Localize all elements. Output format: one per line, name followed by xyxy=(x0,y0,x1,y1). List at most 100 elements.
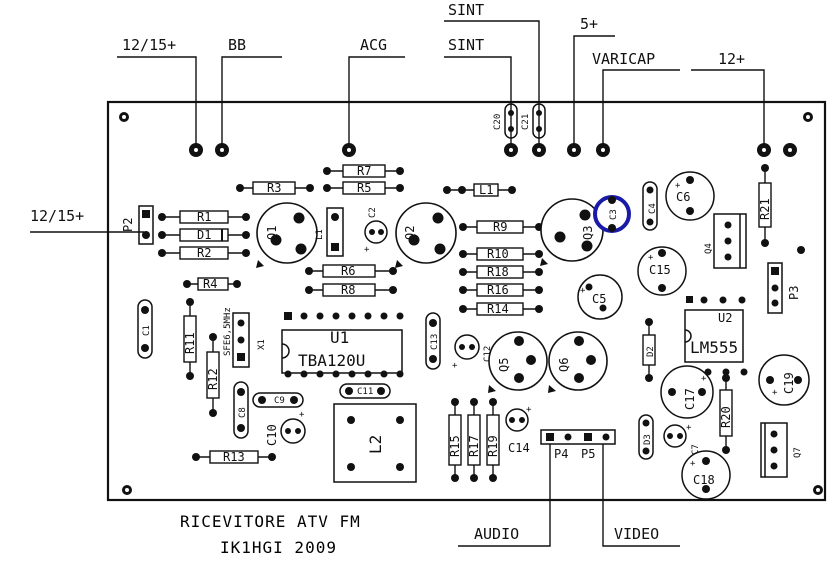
svg-text:R10: R10 xyxy=(487,247,509,261)
svg-text:R1: R1 xyxy=(197,210,211,224)
c10: + C10 xyxy=(265,410,306,446)
r10: R10 xyxy=(459,247,543,261)
svg-text:+: + xyxy=(701,374,707,384)
q2-transistor: Q2 xyxy=(395,202,457,268)
label-sint-top: SINT xyxy=(448,1,484,19)
board-title: RICEVITORE ATV FM xyxy=(180,512,361,531)
svg-text:+: + xyxy=(772,388,778,398)
svg-text:C15: C15 xyxy=(649,263,671,277)
svg-text:R7: R7 xyxy=(357,164,371,178)
svg-text:R16: R16 xyxy=(487,283,509,297)
r1: R1 xyxy=(158,210,250,224)
svg-text:R9: R9 xyxy=(493,220,507,234)
svg-text:L2: L2 xyxy=(366,435,385,454)
c1: C1 xyxy=(137,299,153,359)
r17: R17 xyxy=(467,398,481,482)
svg-text:U1: U1 xyxy=(330,328,349,347)
label-12-15-top: 12/15+ xyxy=(122,36,176,54)
u1-tba120u: U1 TBA120U xyxy=(281,312,404,378)
q5-transistor: Q5 xyxy=(488,331,548,393)
svg-text:R14: R14 xyxy=(487,302,509,316)
svg-text:C14: C14 xyxy=(508,441,530,455)
c14: + C14 xyxy=(505,405,532,455)
r18: R18 xyxy=(459,265,543,279)
svg-text:+: + xyxy=(526,405,532,415)
svg-text:D2: D2 xyxy=(646,346,656,357)
q1-transistor: Q1 xyxy=(256,202,318,268)
svg-text:R6: R6 xyxy=(341,264,355,278)
c20: C20 xyxy=(493,103,518,139)
c3-trimmer: C3 xyxy=(593,195,631,233)
c17: + C17 xyxy=(660,365,714,419)
svg-text:C8: C8 xyxy=(238,407,248,418)
svg-text:TBA120U: TBA120U xyxy=(298,351,365,370)
label-sint-lower: SINT xyxy=(448,36,484,54)
svg-text:P2: P2 xyxy=(121,218,135,232)
l1: L1 xyxy=(443,183,516,197)
svg-text:R17: R17 xyxy=(467,435,481,457)
svg-text:C2: C2 xyxy=(368,207,378,218)
svg-text:C12: C12 xyxy=(483,346,493,362)
label-varicap: VARICAP xyxy=(592,50,655,68)
svg-text:C17: C17 xyxy=(683,388,697,410)
svg-text:R8: R8 xyxy=(341,283,355,297)
svg-text:U2: U2 xyxy=(718,311,732,325)
label-12plus: 12+ xyxy=(718,50,745,68)
svg-text:X1: X1 xyxy=(257,339,267,350)
board-outline xyxy=(106,100,827,502)
r16: R16 xyxy=(459,283,543,297)
r7: R7 xyxy=(323,164,404,178)
c2: + C2 xyxy=(364,207,388,255)
svg-text:R21: R21 xyxy=(758,198,772,220)
svg-text:R19: R19 xyxy=(486,435,500,457)
p4-p5-connector: P4 P5 xyxy=(540,429,616,461)
svg-text:D1: D1 xyxy=(197,228,211,242)
r20: R20 xyxy=(719,374,733,454)
label-audio: AUDIO xyxy=(474,525,519,543)
svg-text:R12: R12 xyxy=(206,368,220,390)
c12: + C12 xyxy=(452,334,493,371)
svg-text:C3: C3 xyxy=(609,209,619,220)
svg-text:C21: C21 xyxy=(521,114,531,130)
label-5plus: 5+ xyxy=(580,15,598,33)
q6-transistor: Q6 xyxy=(548,331,608,393)
svg-text:Q4: Q4 xyxy=(704,243,714,254)
svg-text:C10: C10 xyxy=(265,424,279,446)
r4: R4 xyxy=(183,277,241,291)
edge-pads xyxy=(189,143,797,157)
svg-text:D3: D3 xyxy=(643,434,653,445)
svg-text:R15: R15 xyxy=(448,435,462,457)
svg-text:Q2: Q2 xyxy=(403,226,417,240)
label-12-15-left: 12/15+ xyxy=(30,207,84,225)
small-inductor-vertical: L1 xyxy=(315,207,344,257)
c19: + C19 xyxy=(758,354,810,406)
label-video: VIDEO xyxy=(614,525,659,543)
svg-text:C9: C9 xyxy=(274,396,285,406)
p2-connector: P2 xyxy=(121,205,154,245)
r9: R9 xyxy=(459,220,543,234)
r2: R2 xyxy=(158,246,250,260)
q3-transistor: Q3 xyxy=(540,198,604,266)
svg-text:C13: C13 xyxy=(430,334,440,350)
c18: + C18 xyxy=(681,450,731,500)
svg-text:Q7: Q7 xyxy=(793,447,803,458)
x1-ceramic-filter: SFE6,5MHz X1 xyxy=(223,307,267,368)
c13: C13 xyxy=(425,312,441,370)
r15: R15 xyxy=(448,398,462,482)
svg-text:+: + xyxy=(452,361,458,371)
svg-text:+: + xyxy=(686,423,692,433)
q4-regulator: Q4 xyxy=(704,213,747,269)
svg-text:R2: R2 xyxy=(197,246,211,260)
u2-lm555: U2 LM555 xyxy=(684,296,748,376)
svg-text:+: + xyxy=(675,181,681,191)
r14: R14 xyxy=(459,302,543,316)
p3-connector: P3 xyxy=(767,262,801,314)
c9: C9 xyxy=(252,392,304,408)
svg-text:Q6: Q6 xyxy=(557,358,571,372)
label-bb: BB xyxy=(228,36,246,54)
r19: R19 xyxy=(486,398,500,482)
svg-text:Q5: Q5 xyxy=(497,358,511,372)
svg-text:P5: P5 xyxy=(581,447,595,461)
d1: D1 xyxy=(158,228,250,242)
